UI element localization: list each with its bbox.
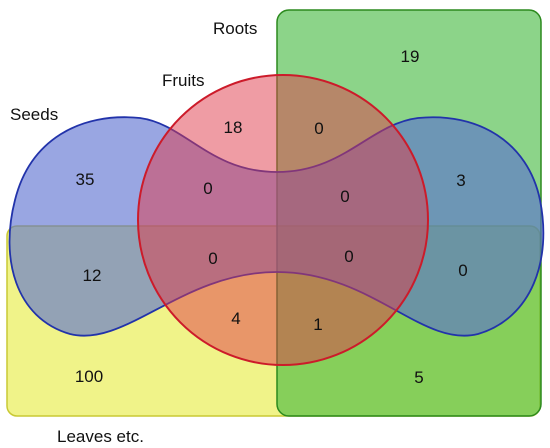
count-all-four: 0 [344,247,353,266]
count-fruits-leaves: 4 [231,309,240,328]
set-label-seeds: Seeds [10,105,58,124]
count-seeds-only: 35 [76,170,95,189]
count-roots-leaves: 5 [414,368,423,387]
count-leaves-only: 100 [75,367,103,386]
count-fruits-roots-leaves: 1 [313,315,322,334]
count-roots-only: 19 [401,47,420,66]
count-seeds-fruits-leaves: 0 [208,249,217,268]
set-label-fruits: Fruits [162,71,205,90]
count-seeds-leaves: 12 [83,266,102,285]
count-seeds-roots-leaves: 0 [458,261,467,280]
set-label-leaves: Leaves etc. [57,427,144,446]
set-label-roots: Roots [213,19,257,38]
count-seeds-fruits-roots: 0 [340,187,349,206]
fruits-region [137,74,429,366]
count-fruits-only: 18 [224,118,243,137]
count-fruits-roots: 0 [314,119,323,138]
count-seeds-roots: 3 [456,171,465,190]
count-seeds-fruits: 0 [203,179,212,198]
